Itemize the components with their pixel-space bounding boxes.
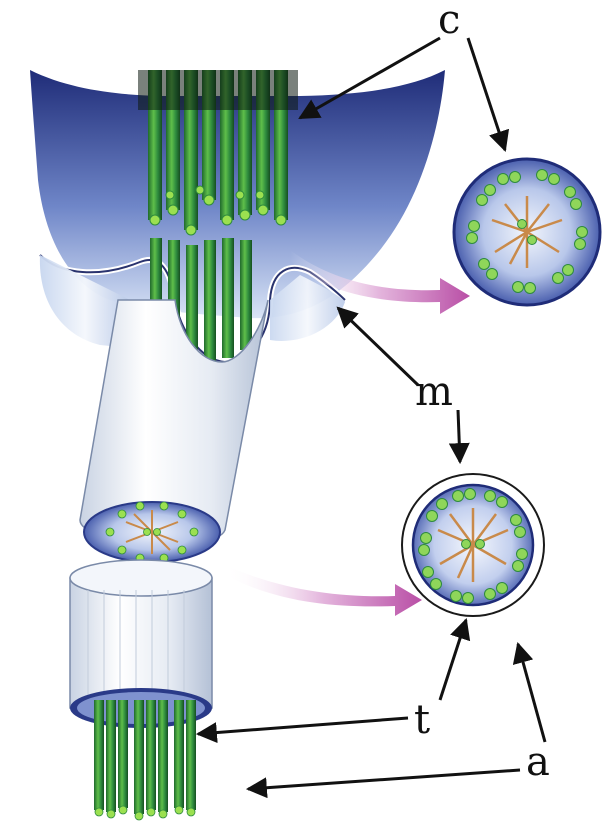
label-t: t — [414, 700, 430, 740]
label-c: c — [438, 0, 460, 40]
arrow-t-to-basal-body — [198, 718, 408, 734]
cross-section-basal — [402, 474, 544, 616]
arrow-m-to-membrane — [338, 308, 418, 385]
arrow-c-to-cross-section — [468, 38, 505, 150]
arrow-t-to-cross-section — [440, 620, 466, 700]
arrow-a-to-cross-section — [518, 644, 545, 742]
label-m: m — [415, 372, 453, 412]
cell-membrane-cup — [30, 70, 445, 362]
pink-arrow-lower — [225, 565, 422, 616]
cross-section-cilium — [454, 159, 600, 305]
label-a: a — [526, 742, 550, 782]
arrow-a-to-basal-body — [248, 770, 520, 789]
arrow-m-to-cross-section — [458, 410, 460, 462]
